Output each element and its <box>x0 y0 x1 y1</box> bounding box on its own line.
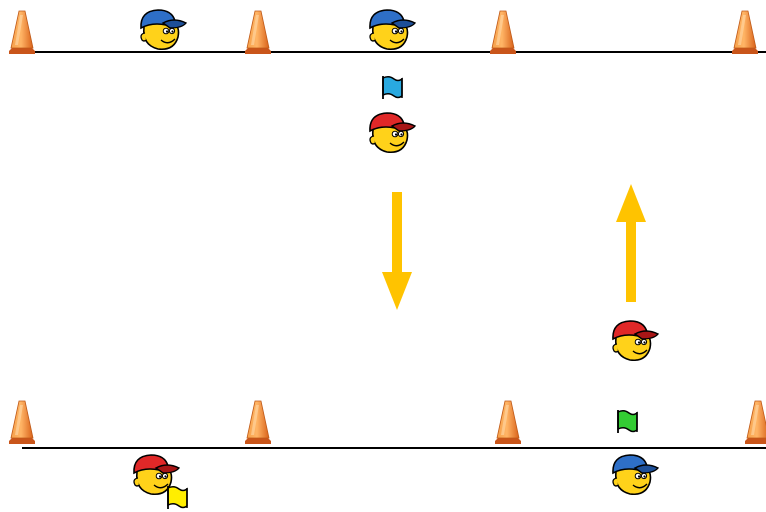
red-player-right <box>612 320 660 362</box>
arrow-up <box>616 184 646 302</box>
red-player-center <box>369 112 417 154</box>
cone-top-2 <box>245 10 271 54</box>
cone-bottom-1 <box>9 400 35 444</box>
red-player-bottom-left <box>133 454 181 496</box>
cone-top-4 <box>732 10 758 54</box>
blue-player-top-left <box>140 9 188 51</box>
yellow-flag <box>167 485 188 509</box>
blue-player-bottom-right <box>612 454 660 496</box>
cone-bottom-4 <box>745 400 766 444</box>
green-flag <box>617 409 638 433</box>
blue-player-top-center <box>369 9 417 51</box>
arrow-down <box>382 192 412 310</box>
cone-bottom-3 <box>495 400 521 444</box>
cone-top-3 <box>490 10 516 54</box>
cone-bottom-2 <box>245 400 271 444</box>
cone-top-1 <box>9 10 35 54</box>
blue-flag <box>382 75 403 99</box>
